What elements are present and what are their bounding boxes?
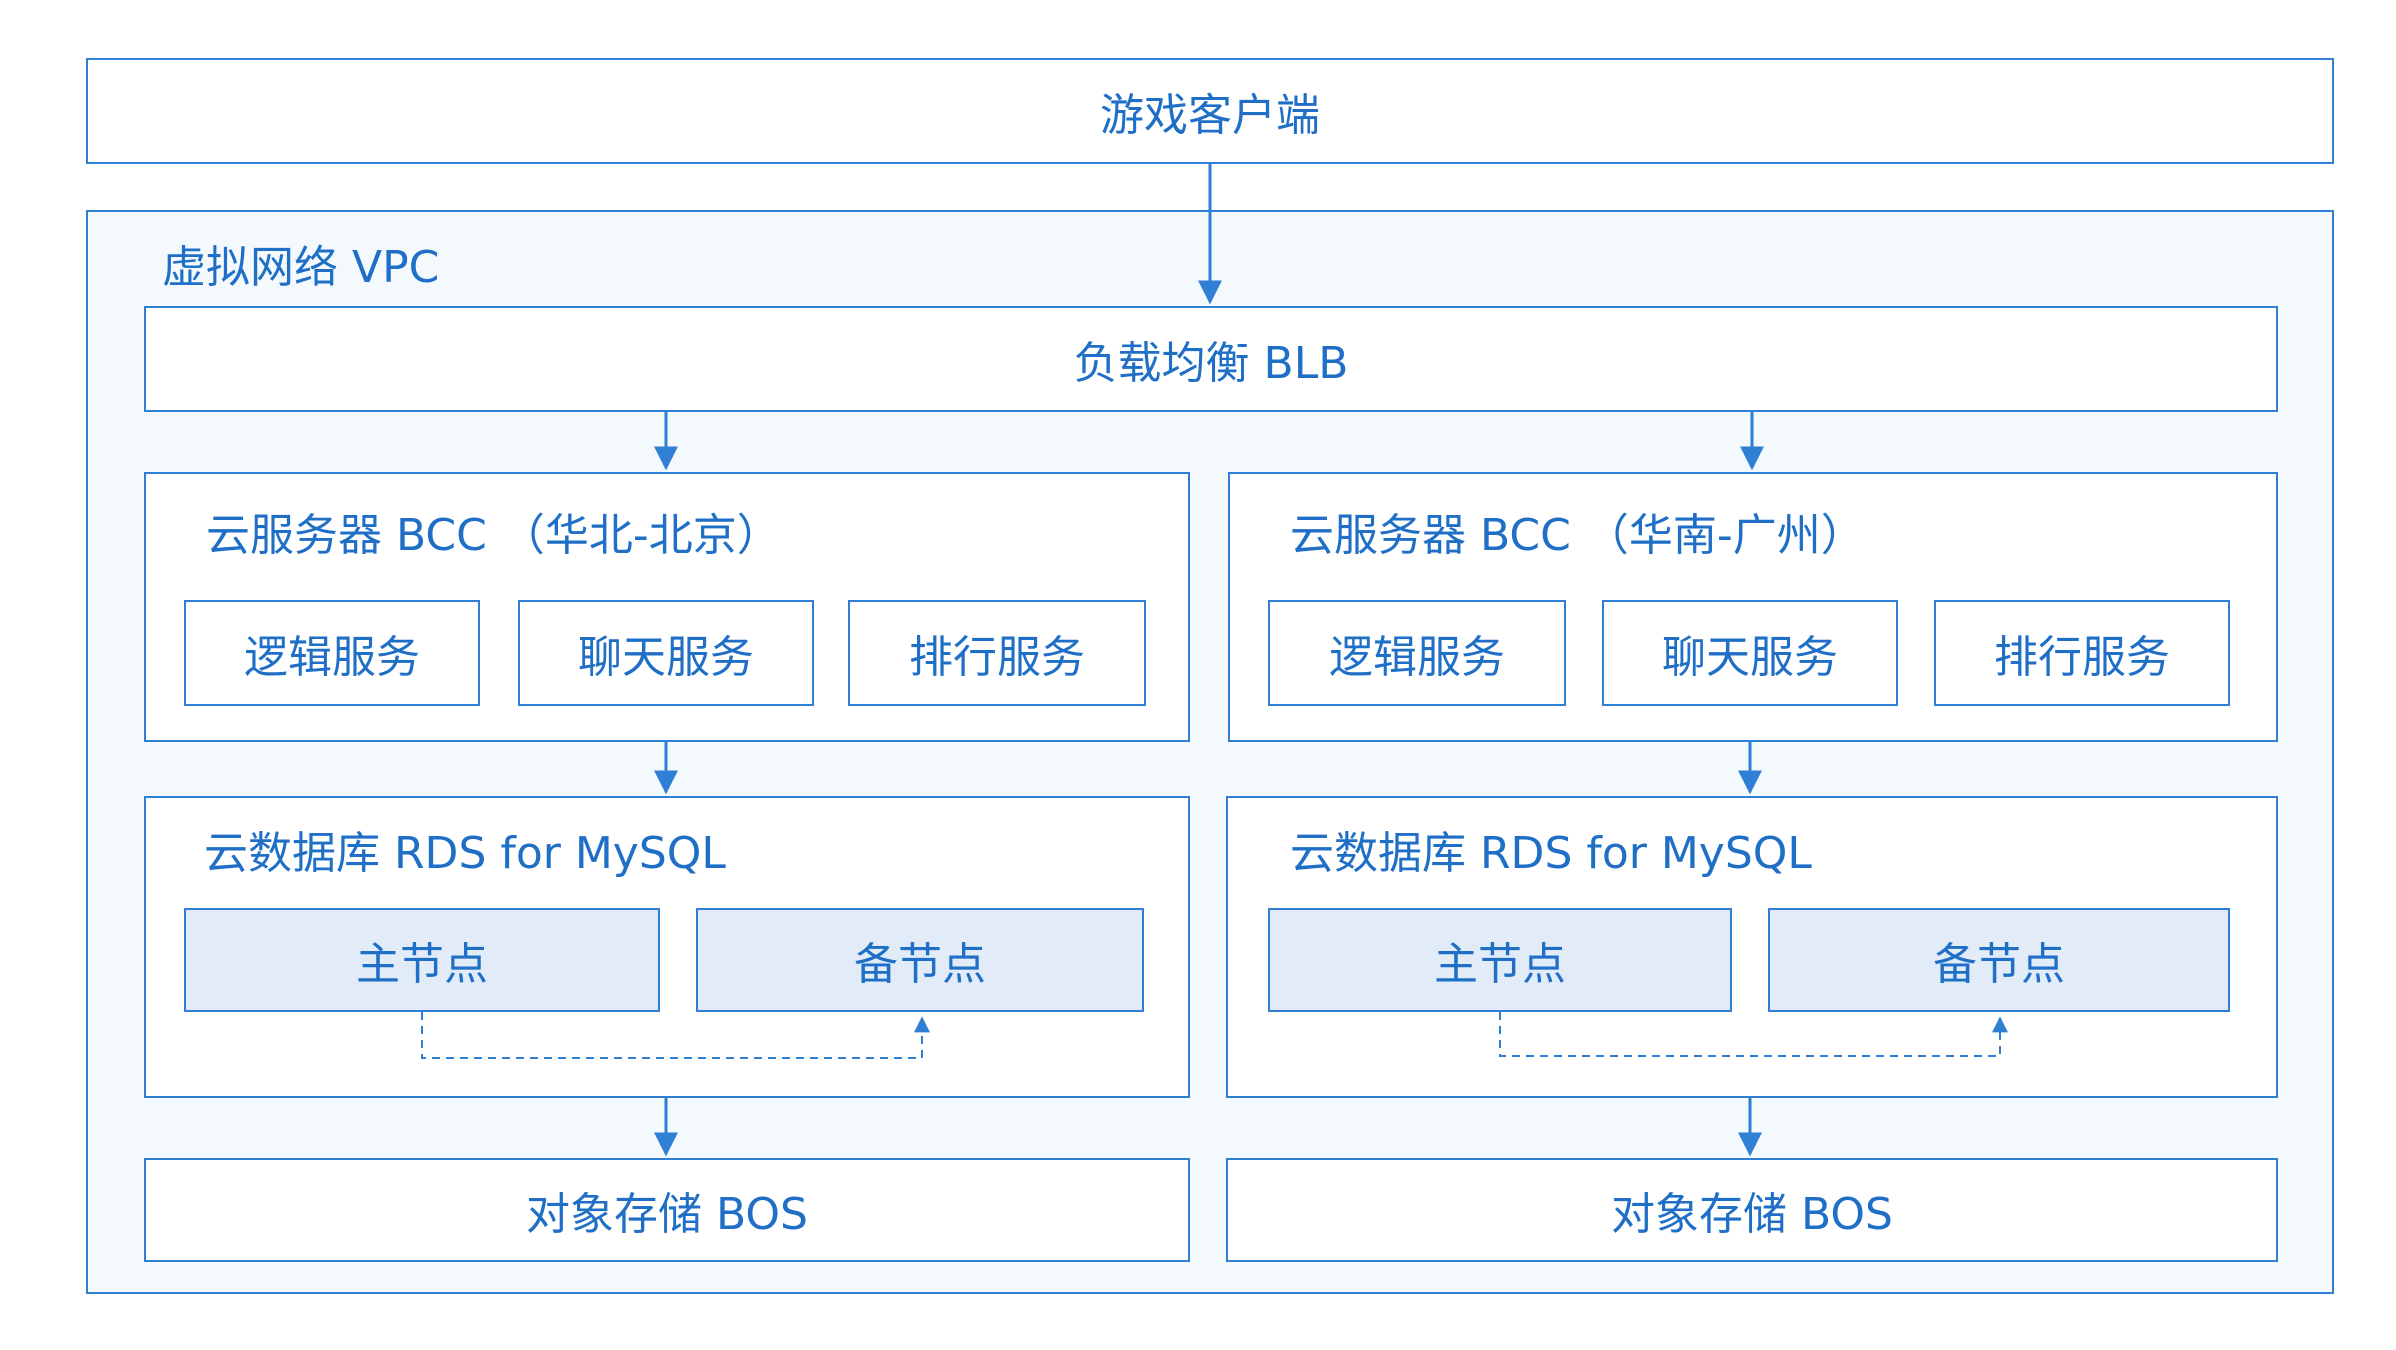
backup-node-north-label: 备节点: [854, 939, 986, 990]
vpc-label: 虚拟网络 VPC: [162, 242, 440, 293]
chat-service-north-label: 聊天服务: [578, 632, 754, 683]
rank-service-south-label: 排行服务: [1994, 632, 2170, 683]
game-client-box: 游戏客户端: [86, 58, 2334, 164]
chat-service-south: 聊天服务: [1602, 600, 1898, 706]
bcc-label-south: 云服务器 BCC （华南-广州）: [1290, 510, 1865, 561]
bos-box-south: 对象存储 BOS: [1226, 1158, 2278, 1262]
logic-service-south-label: 逻辑服务: [1329, 632, 1505, 683]
master-node-south-label: 主节点: [1434, 939, 1566, 990]
game-client-label: 游戏客户端: [1100, 90, 1320, 141]
backup-node-south-label: 备节点: [1933, 939, 2065, 990]
chat-service-south-label: 聊天服务: [1662, 632, 1838, 683]
blb-label: 负载均衡 BLB: [1073, 338, 1349, 389]
rank-service-north-label: 排行服务: [909, 632, 1085, 683]
backup-node-north: 备节点: [696, 908, 1144, 1012]
master-node-north-label: 主节点: [356, 939, 488, 990]
rds-label-north: 云数据库 RDS for MySQL: [204, 828, 726, 879]
blb-box: 负载均衡 BLB: [144, 306, 2278, 412]
logic-service-south: 逻辑服务: [1268, 600, 1566, 706]
bos-box-north: 对象存储 BOS: [144, 1158, 1190, 1262]
rds-label-south: 云数据库 RDS for MySQL: [1290, 828, 1812, 879]
logic-service-north-label: 逻辑服务: [244, 632, 420, 683]
bcc-label-north: 云服务器 BCC （华北-北京）: [206, 510, 781, 561]
backup-node-south: 备节点: [1768, 908, 2230, 1012]
chat-service-north: 聊天服务: [518, 600, 814, 706]
master-node-south: 主节点: [1268, 908, 1732, 1012]
bos-label-south: 对象存储 BOS: [1611, 1189, 1893, 1240]
logic-service-north: 逻辑服务: [184, 600, 480, 706]
rank-service-north: 排行服务: [848, 600, 1146, 706]
master-node-north: 主节点: [184, 908, 660, 1012]
bos-label-north: 对象存储 BOS: [526, 1189, 808, 1240]
rank-service-south: 排行服务: [1934, 600, 2230, 706]
